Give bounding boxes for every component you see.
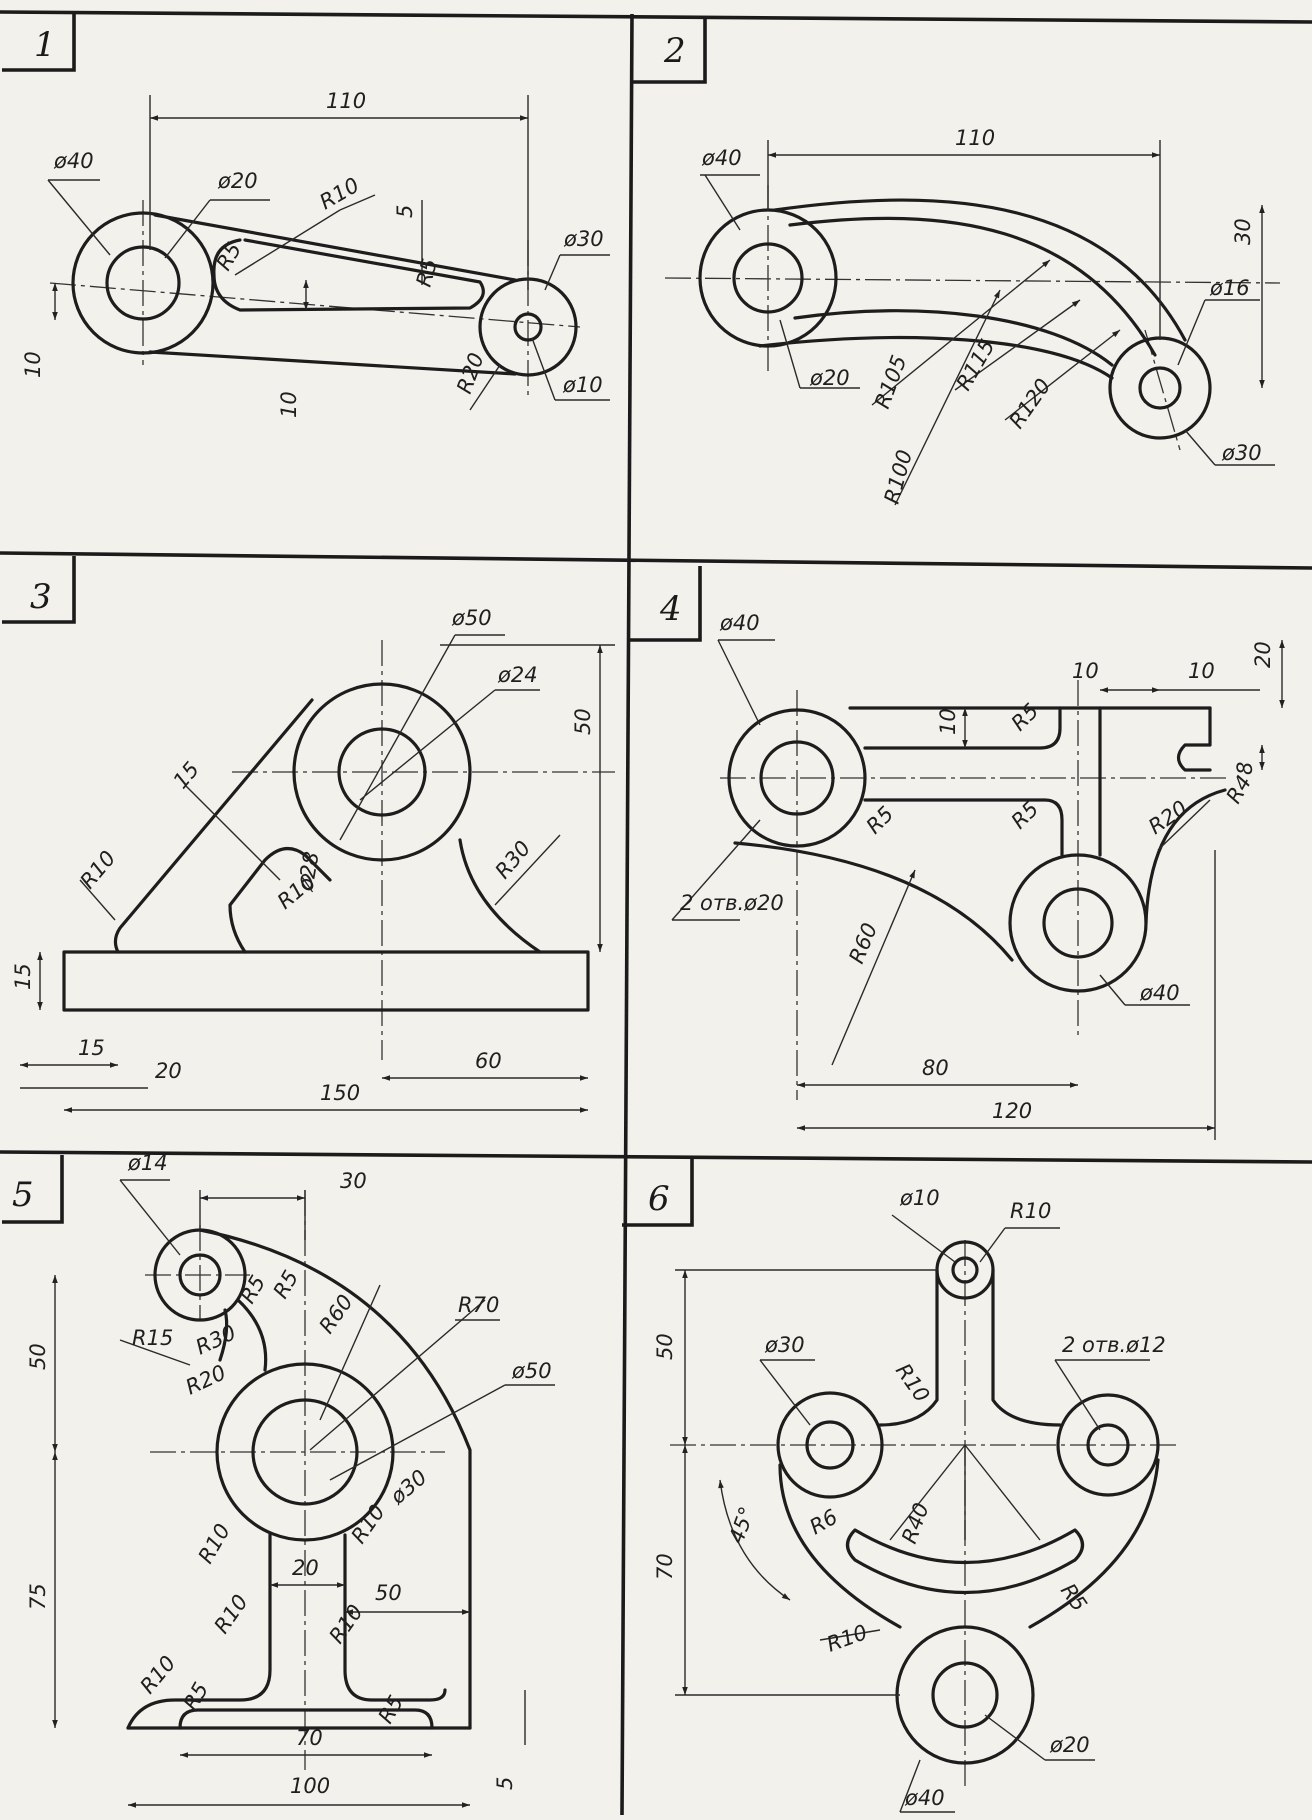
p5-dim-r70: R70 [458, 1293, 499, 1317]
p4-dim-10c: 10 [936, 708, 960, 735]
p5-dim-r10c: R10 [209, 1590, 252, 1638]
p5-dim-30: 30 [340, 1169, 367, 1193]
p3-dim-15c: 15 [78, 1036, 105, 1060]
p1-dim-d40: ø40 [53, 149, 94, 173]
p1-dim-10a: 10 [21, 351, 45, 378]
p2-dim-r120: R120 [1004, 374, 1055, 433]
p6-dim-r10a: R10 [1010, 1199, 1051, 1223]
p5-dim-5: 5 [493, 1777, 517, 1790]
p6-dim-d40: ø40 [904, 1786, 945, 1810]
p4-dim-80: 80 [922, 1056, 949, 1080]
sheet-grid [0, 10, 1312, 1816]
p2-dim-d16: ø16 [1209, 276, 1250, 300]
p2-dim-r105: R105 [870, 352, 911, 412]
p1-dim-r10: R10 [316, 173, 364, 214]
p1-dim-110: 110 [326, 89, 366, 113]
p3-dim-r10a: R10 [75, 846, 120, 893]
p5-dim-100: 100 [290, 1774, 330, 1798]
p1-dim-5: 5 [393, 205, 417, 218]
p4-dim-120: 120 [992, 1099, 1032, 1123]
p5-dim-75: 75 [26, 1583, 50, 1610]
panel-6-number: 6 [648, 1179, 670, 1219]
p2-dim-r100: R100 [880, 447, 917, 506]
p2-dim-110: 110 [955, 126, 995, 150]
p4-dim-r5c: R5 [1007, 797, 1044, 834]
p5-dim-r10d: R10 [324, 1600, 367, 1648]
p2-dim-30: 30 [1231, 218, 1255, 245]
p5-dim-50: 50 [26, 1343, 50, 1370]
panel-2: 2 110 ø40 30 ø16 ø20 R105 R115 R120 R [632, 18, 1281, 506]
p6-dim-r6: R6 [806, 1505, 842, 1540]
p6-dim-r5: R5 [1056, 1579, 1092, 1616]
panel-2-number: 2 [663, 31, 686, 71]
panel-3: 3 50 ø50 ø24 15 R10 R10 ø28 R30 15 15 20… [2, 556, 615, 1113]
p5-dim-20: 20 [292, 1556, 319, 1580]
p4-dim-8: 8 [1233, 762, 1257, 775]
p4-dim-10a: 10 [1072, 659, 1099, 683]
panel-1-number: 1 [34, 25, 56, 65]
p4-dim-r5a: R5 [1007, 699, 1044, 736]
p6-dim-d20: ø20 [1049, 1733, 1090, 1757]
p2-dim-d20: ø20 [809, 366, 850, 390]
p5-dim-d50: ø50 [511, 1359, 552, 1383]
p3-dim-d50: ø50 [451, 606, 492, 630]
p4-dim-d40a: ø40 [719, 611, 760, 635]
p1-dim-10b: 10 [277, 391, 301, 418]
p4-dim-10b: 10 [1188, 659, 1215, 683]
p3-dim-15a: 15 [168, 757, 204, 793]
panel-5-number: 5 [12, 1175, 34, 1215]
p3-dim-15b: 15 [11, 963, 35, 990]
p6-dim-r40: R40 [897, 1500, 934, 1547]
p5-dim-50b: 50 [375, 1581, 402, 1605]
p5-dim-r10e: R10 [135, 1651, 180, 1698]
p4-dim-r4: R4 [1222, 771, 1257, 807]
p5-dim-r5b: R5 [269, 1266, 304, 1302]
p3-dim-60: 60 [475, 1049, 502, 1073]
p5-dim-d14: ø14 [127, 1151, 168, 1175]
p3-dim-r30: R30 [490, 836, 535, 883]
p4-dim-r5b: R5 [862, 802, 899, 839]
p5-dim-r30: R30 [192, 1320, 240, 1359]
p6-dim-d10: ø10 [899, 1186, 940, 1210]
p2-dim-r115: R115 [952, 335, 1000, 394]
p5-dim-r10a: R10 [194, 1520, 235, 1568]
p6-dim-50: 50 [653, 1333, 677, 1360]
p5-dim-r20: R20 [182, 1360, 230, 1399]
p5-dim-r15: R15 [132, 1326, 173, 1350]
p4-dim-20: 20 [1251, 641, 1275, 668]
p3-dim-d24: ø24 [497, 663, 538, 687]
p6-dim-2holes: 2 отв.ø12 [1062, 1333, 1166, 1357]
p5-dim-r5d: R5 [374, 1691, 409, 1727]
p1-dim-d30: ø30 [563, 227, 604, 251]
p6-dim-45deg: 45° [724, 1504, 759, 1547]
p2-dim-d30: ø30 [1221, 441, 1262, 465]
p3-dim-20: 20 [155, 1059, 182, 1083]
p5-dim-r60: R60 [314, 1290, 357, 1338]
panel-3-number: 3 [30, 577, 52, 617]
p6-dim-r10c: R10 [824, 1620, 871, 1657]
panel-4: 4 10 10 20 10 R5 8 R4 R5 R5 R20 ø40 [630, 566, 1285, 1140]
p1-dim-d20: ø20 [217, 169, 258, 193]
p2-dim-d40: ø40 [701, 146, 742, 170]
p5-dim-70: 70 [296, 1726, 323, 1750]
panel-4-number: 4 [659, 589, 682, 629]
p6-dim-d30: ø30 [764, 1333, 805, 1357]
p1-dim-r5a: R5 [212, 238, 247, 274]
p4-dim-2holes: 2 отв.ø20 [680, 891, 784, 915]
p3-dim-50: 50 [571, 708, 595, 735]
p3-dim-150: 150 [320, 1081, 360, 1105]
p6-dim-70: 70 [653, 1553, 677, 1580]
p6-dim-r10b: R10 [891, 1359, 934, 1407]
p4-dim-d40b: ø40 [1139, 981, 1180, 1005]
p1-dim-d10: ø10 [562, 373, 603, 397]
panel-6: 6 50 70 ø10 R10 ø30 R10 2 отв.ø12 R6 [622, 1158, 1180, 1813]
panel-1: 1 110 ø40 ø20 R10 5 ø30 R5 R5 R20 [2, 12, 610, 418]
panel-5: 5 30 ø14 R5 R5 R60 R70 50 R15 R30 [2, 1151, 555, 1808]
p5-dim-r10b: R10 [346, 1500, 389, 1548]
